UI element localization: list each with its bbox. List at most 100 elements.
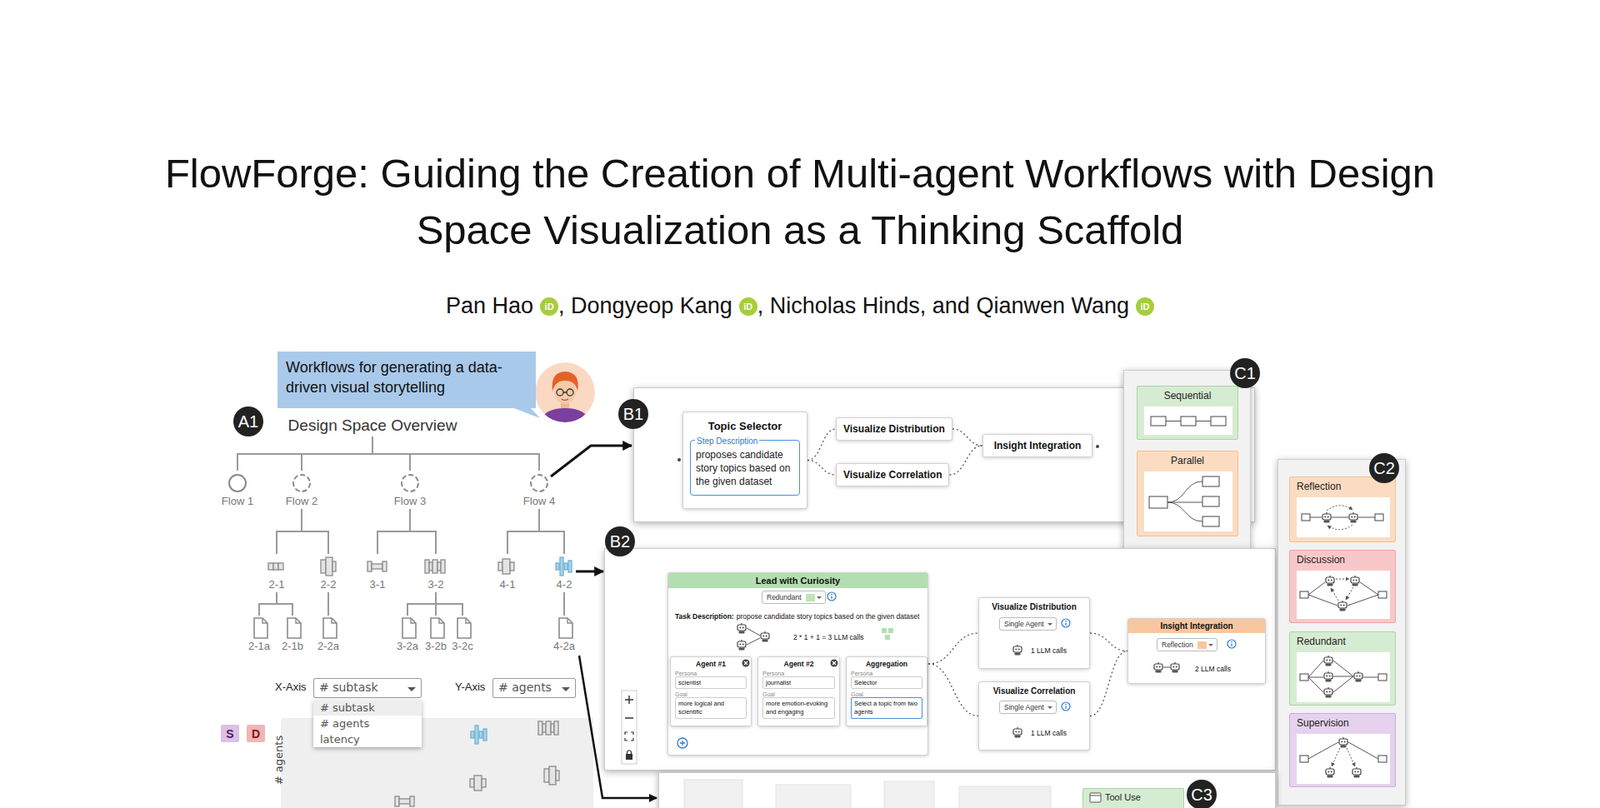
axis-label: X-Axis [275, 680, 307, 694]
shape-rect [278, 563, 284, 570]
view-panel: B2Lead with CuriosityTask Description:pr… [604, 548, 1276, 771]
line-path [625, 695, 634, 719]
shape-rect [395, 796, 400, 807]
node-title: 4-1 [482, 578, 533, 591]
shape-rect [739, 631, 745, 635]
node-title: Flow 2 [276, 495, 327, 508]
shape-circle [1327, 771, 1330, 774]
tree-icon [419, 616, 453, 640]
bubble-tail [511, 407, 540, 419]
tree-icon [522, 471, 556, 495]
shape-rect [1378, 755, 1387, 763]
shape-rect [762, 640, 769, 643]
node-title: 2-1a [242, 640, 276, 653]
shape-rect [881, 628, 887, 634]
icon-group [1338, 600, 1347, 612]
shape-rect [1324, 673, 1333, 680]
shape-rect [474, 775, 482, 791]
shape-rect [1150, 416, 1166, 426]
shape-circle [1344, 741, 1346, 744]
node-title: Discussion [1290, 550, 1395, 570]
shape-circle [1359, 675, 1361, 678]
line-path [295, 618, 301, 624]
shape-rect [737, 625, 746, 631]
shape-rect [1210, 416, 1226, 426]
shape-rect [1154, 664, 1163, 670]
shape-rect [544, 769, 550, 783]
shape-rect [1324, 689, 1333, 695]
agent-card: Agent #2PersonajournalistGoalmore emotio… [757, 656, 840, 727]
shape-rect [549, 766, 556, 785]
line-path [287, 618, 301, 639]
shape-circle [739, 644, 741, 646]
line-path [402, 618, 416, 639]
shape-rect [1354, 775, 1360, 779]
link-arrow [550, 445, 632, 477]
shape-rect [502, 559, 510, 575]
orcid-icon: iD [739, 297, 758, 316]
tree-node: 2-2 [303, 555, 354, 591]
tree-node: 3-1 [352, 555, 403, 591]
shape-rect [1325, 577, 1335, 584]
node-text: latency [313, 731, 422, 748]
agent-step: Topic SelectorStep Descriptionproposes c… [682, 411, 808, 510]
icon-group [737, 640, 746, 651]
shape-rect [959, 786, 1051, 808]
node-title: 3-1 [352, 578, 403, 591]
flow-connector [928, 664, 979, 717]
shape-rect [1296, 497, 1390, 538]
icon-group [1322, 512, 1331, 524]
icon-group [470, 725, 487, 745]
tree-branch [410, 509, 436, 555]
pattern-card: Parallel [1136, 450, 1239, 537]
design-leaf: 3-2c [445, 616, 480, 653]
tree-branch [539, 509, 565, 555]
agent-card: Agent #1PersonascientistGoalmore logical… [670, 656, 752, 727]
icon-group [1013, 727, 1022, 739]
shape-circle [1325, 660, 1328, 662]
tree-icon [419, 555, 453, 579]
line-path [1308, 742, 1379, 760]
shape-rect [1352, 584, 1359, 587]
shape-rect [1327, 775, 1334, 779]
line-path [430, 618, 445, 639]
agent-step: Visualize Distribution [835, 417, 953, 441]
tree-icon [285, 471, 319, 495]
node-text: 2 LLM calls [1195, 665, 1231, 674]
shape-rect [425, 560, 430, 574]
line-path [1331, 517, 1349, 519]
icon-group [1349, 512, 1358, 524]
line-path [567, 618, 573, 624]
icon-group [1325, 767, 1335, 779]
tree-root: Design Space Overview [288, 416, 458, 435]
line-path [1330, 588, 1339, 601]
node-text: journalist [762, 676, 835, 690]
agent-card: AggregationPersonaSelectorGoalSelect a t… [845, 656, 928, 727]
icon-group [1352, 767, 1361, 779]
pattern-dropdown: Reflection [1156, 638, 1218, 652]
shape-rect [1355, 680, 1362, 683]
tree-icon [547, 555, 581, 579]
line-path [832, 661, 836, 665]
mode-badge: S [220, 725, 240, 743]
line-path [561, 399, 569, 401]
node-text: propose candidate story topics based on … [736, 612, 920, 621]
node-title: # agents [498, 680, 559, 695]
node-title: Visualize Distribution [979, 598, 1090, 612]
shape-circle [1018, 649, 1020, 651]
tree-branch [276, 592, 293, 616]
shape-circle [229, 475, 246, 492]
shape-circle [1095, 445, 1100, 449]
node-title: Design Space Overview [288, 416, 458, 435]
shape-rect [1352, 769, 1361, 775]
line-path [254, 618, 268, 639]
node-title: Topic Selector [683, 420, 807, 433]
shape-rect [1327, 584, 1334, 587]
icon-group [1325, 575, 1335, 587]
icon-group [395, 796, 415, 807]
design-leaf: 2-1a [242, 616, 276, 653]
node-title: Insight Integration [983, 435, 1092, 457]
author-name: , Dongyeop Kang [558, 293, 733, 320]
shape-rect [1202, 476, 1220, 487]
shape-rect [1170, 664, 1180, 670]
